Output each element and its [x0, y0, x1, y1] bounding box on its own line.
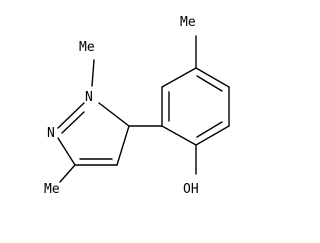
bond-a6-a1 [161, 125, 197, 146]
pyrazole-ring [57, 102, 130, 166]
bond-n1-methyl [91, 59, 95, 87]
benzene-ring [161, 67, 230, 146]
bond-c3-n2 [57, 137, 76, 166]
atom-label-methyl-c3: Me [44, 182, 60, 197]
pyrazole-substituents [59, 59, 163, 183]
atom-label-n1: N [85, 90, 93, 105]
bond-a2-a3 [161, 67, 197, 88]
bond-a3-a4-inner [196, 75, 223, 92]
atom-label-methyl-n: Me [79, 40, 95, 55]
atom-label-methyl-ring: Me [180, 15, 196, 30]
atom-label-n2: N [47, 126, 55, 141]
bond-n2-n1-inner [61, 111, 85, 134]
bond-a5-a6 [195, 125, 230, 146]
atom-label-hydroxyl: OH [183, 182, 199, 197]
bond-n1-c5 [98, 102, 130, 127]
bond-n2-n1 [57, 102, 85, 129]
bond-c5-c4 [116, 125, 130, 166]
bond-c3-methyl [59, 164, 76, 183]
chemical-structure-diagram: Me N N Me Me OH [44, 15, 230, 197]
structure-canvas: Me N N Me Me OH [44, 15, 230, 197]
bond-a5-a6-inner [196, 121, 223, 138]
bond-a3-a4 [195, 67, 230, 88]
